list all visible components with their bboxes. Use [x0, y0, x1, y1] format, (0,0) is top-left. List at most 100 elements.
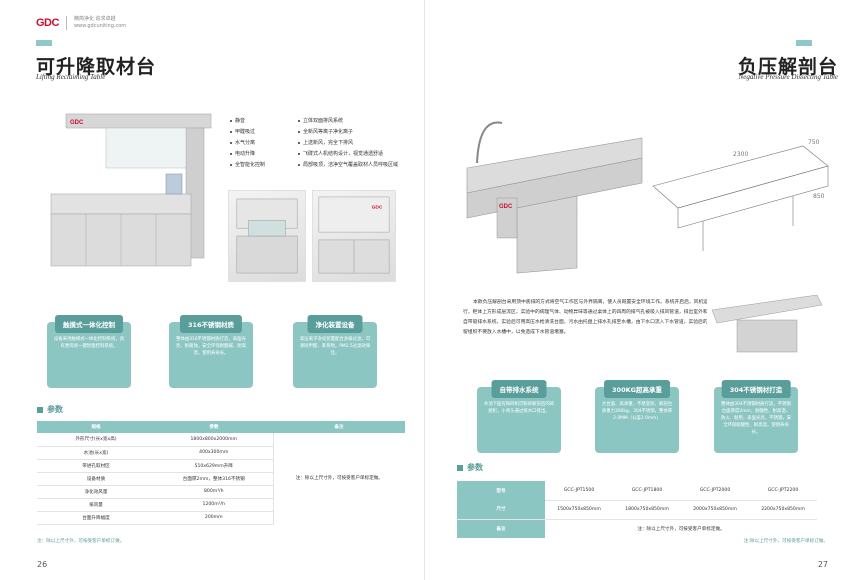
dissecting-table-photo: GDC: [457, 108, 647, 278]
table-header-cell: 备注: [273, 421, 405, 433]
table-cell: 1500x750x850mm: [545, 500, 613, 520]
product-photo-3: GDC: [312, 190, 396, 282]
page-title: 负压解剖台: [737, 56, 838, 78]
feature-card: 316不锈钢材质 整体由316不锈钢材质打造，表面光亮，耐腐蚀，安全环保耐酸碱、…: [169, 315, 253, 388]
page-subtitle: Negative Pressure Dissecting Table: [738, 73, 838, 81]
table-cell: 1800x800x2000mm: [155, 433, 273, 447]
table-header-row: 型号 GCC-JPT1500 GCC-JPT1800 GCC-JPT2000 G…: [457, 481, 817, 501]
feature-card-body: 水池下面有粉碎机可粉碎解剖后的碎组织，小骨头通过排水口排出。: [483, 402, 555, 414]
table-header-row: 规格 参数 备注: [37, 421, 405, 433]
feature-item: 静音: [230, 117, 298, 124]
feature-item: 全智能化控制: [230, 161, 298, 168]
workstation-illustration: [236, 198, 298, 274]
table-row: 尺寸 1500x750x850mm 1800x750x850mm 2000x75…: [457, 500, 817, 520]
table-cell: 800m³/h: [155, 485, 273, 499]
table-row: 外形尺寸(长x宽x高) 1800x800x2000mm 注：除以上尺寸外，可按受…: [37, 433, 405, 524]
dimension-label: 850: [813, 193, 825, 200]
svg-text:GDC: GDC: [372, 205, 383, 211]
dissecting-table-illustration: [711, 294, 823, 353]
table-row: 备注 注：除以上尺寸外，可按受客户单标定做。: [457, 519, 817, 538]
params-table: 型号 GCC-JPT1500 GCC-JPT1800 GCC-JPT2000 G…: [457, 481, 817, 538]
table-cell: 2000x750x850mm: [681, 500, 749, 520]
feature-card-body: 大台面、高承重、不易变形，解剖台承重力300kg，304不锈钢，整体厚2.0MM…: [601, 402, 673, 421]
table-cell: GCC-JPT1500: [545, 481, 613, 501]
table-cell: 1200m³/h: [155, 498, 273, 512]
section-label: 参数: [47, 405, 63, 414]
table-header-cell: 参数: [155, 421, 273, 433]
section-label: 参数: [467, 463, 483, 472]
feature-item: 水气分离: [230, 139, 298, 146]
table-header-cell: 规格: [37, 421, 155, 433]
dimension-drawing: 2300 750 850: [643, 126, 833, 256]
page-subtitle: Lifting Reclaiming Table: [36, 73, 106, 81]
feature-card-title: 触摸式一体化控制: [55, 315, 123, 333]
table-cell: 台面厚2mm，整体316不锈钢: [155, 472, 273, 486]
feature-item: 电动升降: [230, 150, 298, 157]
page-title: 可升降取材台: [36, 56, 157, 78]
table-cell: 排风量: [37, 498, 155, 512]
title-accent-bar: [796, 40, 812, 46]
table-cell: 200mm: [155, 511, 273, 525]
feature-item: 全新风等离子净化离子: [298, 128, 408, 135]
table-cell: 2200x750x850mm: [749, 500, 817, 520]
params-heading: 参数: [457, 462, 483, 473]
table-header-cell: 尺寸: [457, 500, 545, 520]
svg-text:GDC: GDC: [499, 204, 513, 210]
dissecting-table-photo-2: [707, 285, 825, 355]
feature-card: 净化装置设备 高压离子净化装置配合多级过滤，可清除甲醛、苯系物，PM2.5过滤效…: [293, 315, 377, 388]
page-number: 26: [37, 560, 48, 569]
params-table: 规格 参数 备注 外形尺寸(长x宽x高) 1800x800x2000mm 注：除…: [37, 421, 405, 525]
brand-logo: GDC 精简净化 追求卓越 www.gdcuniting.com: [36, 16, 126, 30]
table-row: 净化效风量 800m³/h: [37, 485, 405, 499]
table-cell: 510x629mm升降: [155, 459, 273, 473]
table-cell: 400x300mm: [155, 446, 273, 460]
table-cell: 净化效风量: [37, 485, 155, 499]
table-cell: 设备材质: [37, 472, 155, 486]
table-cell: GCC-JPT2200: [749, 481, 817, 501]
section-marker: [457, 464, 463, 471]
logo-mark: GDC: [36, 17, 59, 29]
table-header-cell: 备注: [457, 519, 545, 538]
right-page: 负压解剖台 Negative Pressure Dissecting Table…: [425, 0, 850, 580]
table-cell: 水池(长x宽): [37, 446, 155, 460]
feature-card-body: 整体由316不锈钢材质打造，表面光亮，耐腐蚀，安全环保耐酸碱、耐高温，使用寿命长…: [175, 337, 247, 356]
feature-item: 上送新风，完全下排风: [298, 139, 408, 146]
left-page: GDC 精简净化 追求卓越 www.gdcuniting.com 可升降取材台 …: [0, 0, 425, 580]
table-cell: 1800x750x850mm: [613, 500, 681, 520]
feature-card: 触摸式一体化控制 设备采用触摸式一体化控制系统，具有更简易一键智能控制系统。: [47, 315, 131, 388]
params-heading: 参数: [37, 404, 63, 415]
feature-card-body: 设备采用触摸式一体化控制系统，具有更简易一键智能控制系统。: [53, 337, 125, 349]
svg-text:GDC: GDC: [70, 120, 84, 126]
feature-card-title: 自带排水系统: [491, 380, 547, 398]
table-row: 台面升降幅度 200mm: [37, 511, 405, 525]
feature-card-title: 净化装置设备: [307, 315, 363, 333]
logo-text: 精简净化 追求卓越 www.gdcuniting.com: [74, 16, 126, 30]
dimension-label: 750: [808, 139, 820, 146]
feature-card-title: 300KG超高承重: [604, 380, 670, 398]
table-note-cell: 注：除以上尺寸外，可按受客户单标定做。: [272, 433, 405, 524]
product-photo-2: [228, 190, 306, 282]
feature-card-body: 高压离子净化装置配合多级过滤，可清除甲醛、苯系物，PM2.5过滤效果佳。: [299, 337, 371, 356]
table-cell: 带进孔取材区: [37, 459, 155, 473]
dimension-label: 2300: [733, 151, 748, 158]
lifting-table-photo: GDC: [46, 104, 218, 280]
dissecting-table-illustration: GDC: [466, 121, 643, 274]
feature-card: 自带排水系统 水池下面有粉碎机可粉碎解剖后的碎组织，小骨头通过排水口排出。: [477, 380, 561, 453]
feature-item: 甲醛吸过: [230, 128, 298, 135]
table-cell: 台面升降幅度: [37, 511, 155, 525]
table-header-cell: 型号: [457, 481, 545, 500]
section-marker: [37, 406, 43, 413]
feature-card-body: 整体由304不锈钢材质打造，不锈钢台面厚度2mm，耐酸性、耐高温、防火、耐用，表…: [720, 402, 792, 435]
footnote: 注:除以上尺寸外，可按受客户单标订做。: [743, 539, 828, 544]
feature-item: 局部吸顶，洁净空气覆盖取材人员呼吸区域: [298, 161, 408, 168]
logo-divider: [65, 16, 67, 30]
table-row: 水池(长x宽) 400x300mm: [37, 446, 405, 460]
page-number: 27: [817, 560, 828, 569]
feature-card-title: 304不锈钢材打造: [721, 380, 791, 398]
feature-card-title: 316不锈钢材质: [179, 315, 243, 333]
table-cell: 外形尺寸(长x宽x高): [37, 433, 155, 447]
description-paragraph: 本款负压解剖台采用顶中底排的方式将空气工作区与外界隔离，使人员既置安全环境工作。…: [463, 300, 713, 335]
technical-drawing: 2300 750 850: [652, 139, 829, 251]
title-accent-bar: [36, 40, 52, 46]
feature-card: 300KG超高承重 大台面、高承重、不易变形，解剖台承重力300kg，304不锈…: [595, 380, 679, 453]
